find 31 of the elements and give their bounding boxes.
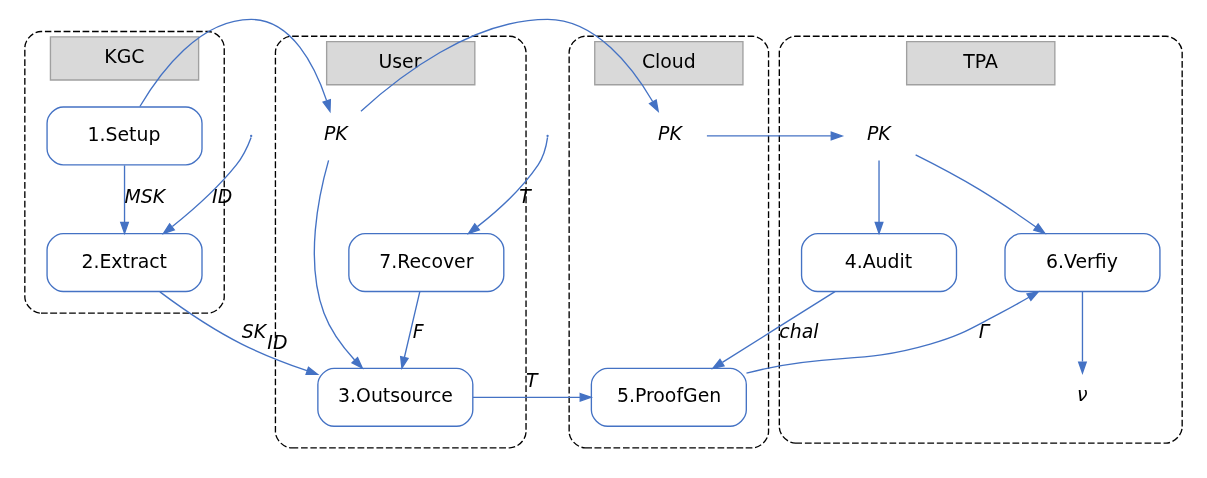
node-box: 5.ProofGen [590, 367, 747, 427]
edge-label: chal [779, 319, 819, 342]
arrow [466, 136, 549, 235]
arrow [914, 154, 1047, 235]
edge-label: MSK [124, 184, 166, 207]
node-box: 2.Extract [46, 232, 203, 293]
arrow [874, 159, 884, 236]
arrow [159, 291, 320, 376]
node-box: 1.Setup [46, 106, 203, 166]
arrow [119, 164, 130, 236]
node-text: PK [866, 121, 891, 144]
arrow [313, 159, 364, 370]
arrow [1077, 291, 1088, 375]
node-box: 7.Recover [348, 232, 505, 293]
node-box: 6.Verfiy [1004, 232, 1161, 293]
node-box: 4.Audit [800, 232, 958, 293]
arrow [706, 131, 845, 141]
arrow [472, 392, 594, 403]
edge-label: F [412, 319, 424, 342]
arrow [161, 136, 252, 235]
arrow [399, 291, 421, 370]
arrow [139, 18, 332, 114]
node-text: PK [658, 121, 682, 144]
edge-label: Γ [978, 319, 990, 342]
arrow [711, 290, 836, 370]
node-text: ν [1077, 382, 1088, 405]
edge-label: T [526, 368, 538, 391]
node-box: 3.Outsource [317, 367, 474, 427]
arrow [745, 290, 1040, 374]
arrow [360, 18, 660, 113]
node-text: PK [323, 121, 348, 144]
